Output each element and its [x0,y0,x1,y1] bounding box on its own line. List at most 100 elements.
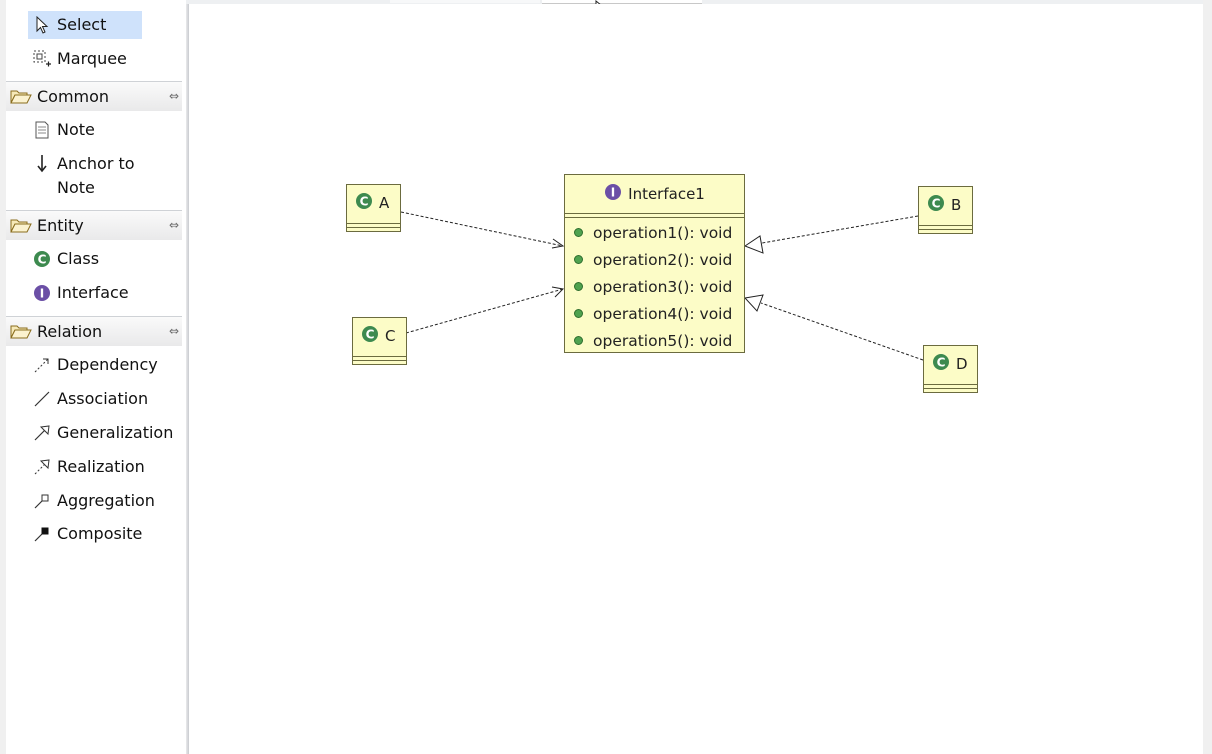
compartment-divider [919,229,972,230]
tool-note-label: Note [57,120,95,139]
tool-association[interactable]: Association [28,385,154,413]
tool-dependency-label: Dependency [57,355,158,374]
public-method-icon [574,282,583,291]
canvas-edge [1203,0,1212,754]
marquee-icon [32,49,52,69]
tool-generalization[interactable]: Generalization [28,419,179,447]
drawer-common[interactable]: Common ⇔ [6,81,182,111]
drawer-entity-label: Entity [37,216,84,235]
tool-aggregation-label: Aggregation [57,491,155,510]
tool-realization-label: Realization [57,457,145,476]
svg-text:C: C [932,196,941,210]
editor-tab-area-active [542,0,702,4]
compartment-divider [347,223,400,224]
select-arrow-icon [32,15,52,35]
operation-item[interactable]: operation3(): void [565,273,744,300]
tool-select-label: Select [57,15,107,34]
interface-header: I Interface1 [565,175,744,213]
pin-drawer-icon[interactable]: ⇔ [168,324,179,338]
svg-text:C: C [360,194,369,208]
class-icon: C [932,353,950,375]
operation-signature: operation1(): void [593,223,733,242]
composite-icon [32,524,52,544]
class-d-name: D [956,354,968,373]
operation-item[interactable]: operation4(): void [565,300,744,327]
interface-icon: I [32,283,52,303]
operation-item[interactable]: operation2(): void [565,246,744,273]
interface-icon: I [604,183,622,205]
tool-marquee[interactable]: Marquee [28,45,133,73]
svg-text:C: C [38,253,47,267]
folder-open-icon [10,88,34,106]
tool-select[interactable]: Select [28,11,142,39]
public-method-icon [574,309,583,318]
tool-composite-label: Composite [57,524,143,543]
diagram-canvas[interactable] [189,4,1203,754]
class-b-header: C B [919,187,972,222]
tool-anchor-to-note[interactable]: Anchor to Note [28,152,141,202]
operation-signature: operation2(): void [593,250,733,269]
class-a-name: A [379,193,390,212]
class-icon: C [32,249,52,269]
anchor-icon [32,154,52,174]
compartment-divider [353,360,406,361]
compartment-divider [924,384,977,385]
svg-text:I: I [40,287,44,301]
compartment-divider [565,217,744,218]
pin-drawer-icon[interactable]: ⇔ [168,218,179,232]
operation-item[interactable]: operation5(): void [565,327,744,354]
folder-open-icon [10,323,34,341]
tool-class-label: Class [57,249,100,268]
editor-tab-area [390,0,540,3]
operation-signature: operation4(): void [593,304,733,323]
class-b[interactable]: C B [918,186,973,234]
palette-edge [0,0,6,754]
compartment-divider [919,225,972,226]
tool-aggregation[interactable]: Aggregation [28,487,161,515]
generalization-icon [32,423,52,443]
class-c-header: C C [353,318,406,353]
interface-interface1[interactable]: I Interface1 operation1(): void operatio… [564,174,745,353]
tool-note[interactable]: Note [28,116,101,144]
class-icon: C [355,192,373,214]
tool-composite[interactable]: Composite [28,520,148,548]
aggregation-icon [32,491,52,511]
tool-dependency[interactable]: Dependency [28,351,164,379]
drawer-relation[interactable]: Relation ⇔ [6,316,182,346]
tool-interface-label: Interface [57,283,129,302]
public-method-icon [574,228,583,237]
class-c[interactable]: C C [352,317,407,365]
compartment-divider [924,388,977,389]
svg-text:C: C [937,355,946,369]
class-a-header: C A [347,185,400,220]
note-icon [32,120,52,140]
class-d-header: C D [924,346,977,381]
folder-open-icon [10,217,34,235]
interface-name: Interface1 [628,185,705,203]
compartment-divider [565,213,744,214]
association-icon [32,389,52,409]
class-d[interactable]: C D [923,345,978,393]
public-method-icon [574,255,583,264]
class-a[interactable]: C A [346,184,401,232]
operation-signature: operation5(): void [593,331,733,350]
compartment-divider [353,356,406,357]
pin-drawer-icon[interactable]: ⇔ [168,89,179,103]
tool-interface[interactable]: I Interface [28,279,135,307]
tool-association-label: Association [57,389,149,408]
compartment-divider [347,227,400,228]
class-icon: C [361,325,379,347]
drawer-relation-label: Relation [37,322,103,341]
tool-class[interactable]: C Class [28,245,105,273]
tool-palette: Select Marquee Common ⇔ Note An [0,0,186,754]
tool-generalization-label: Generalization [57,423,174,442]
tool-realization[interactable]: Realization [28,453,151,481]
palette-splitter[interactable] [186,4,189,754]
class-icon: C [927,194,945,216]
operation-item[interactable]: operation1(): void [565,219,744,246]
tool-anchor-label: Anchor to Note [57,154,135,197]
drawer-common-label: Common [37,87,110,106]
drawer-entity[interactable]: Entity ⇔ [6,210,182,240]
svg-text:C: C [366,327,375,341]
